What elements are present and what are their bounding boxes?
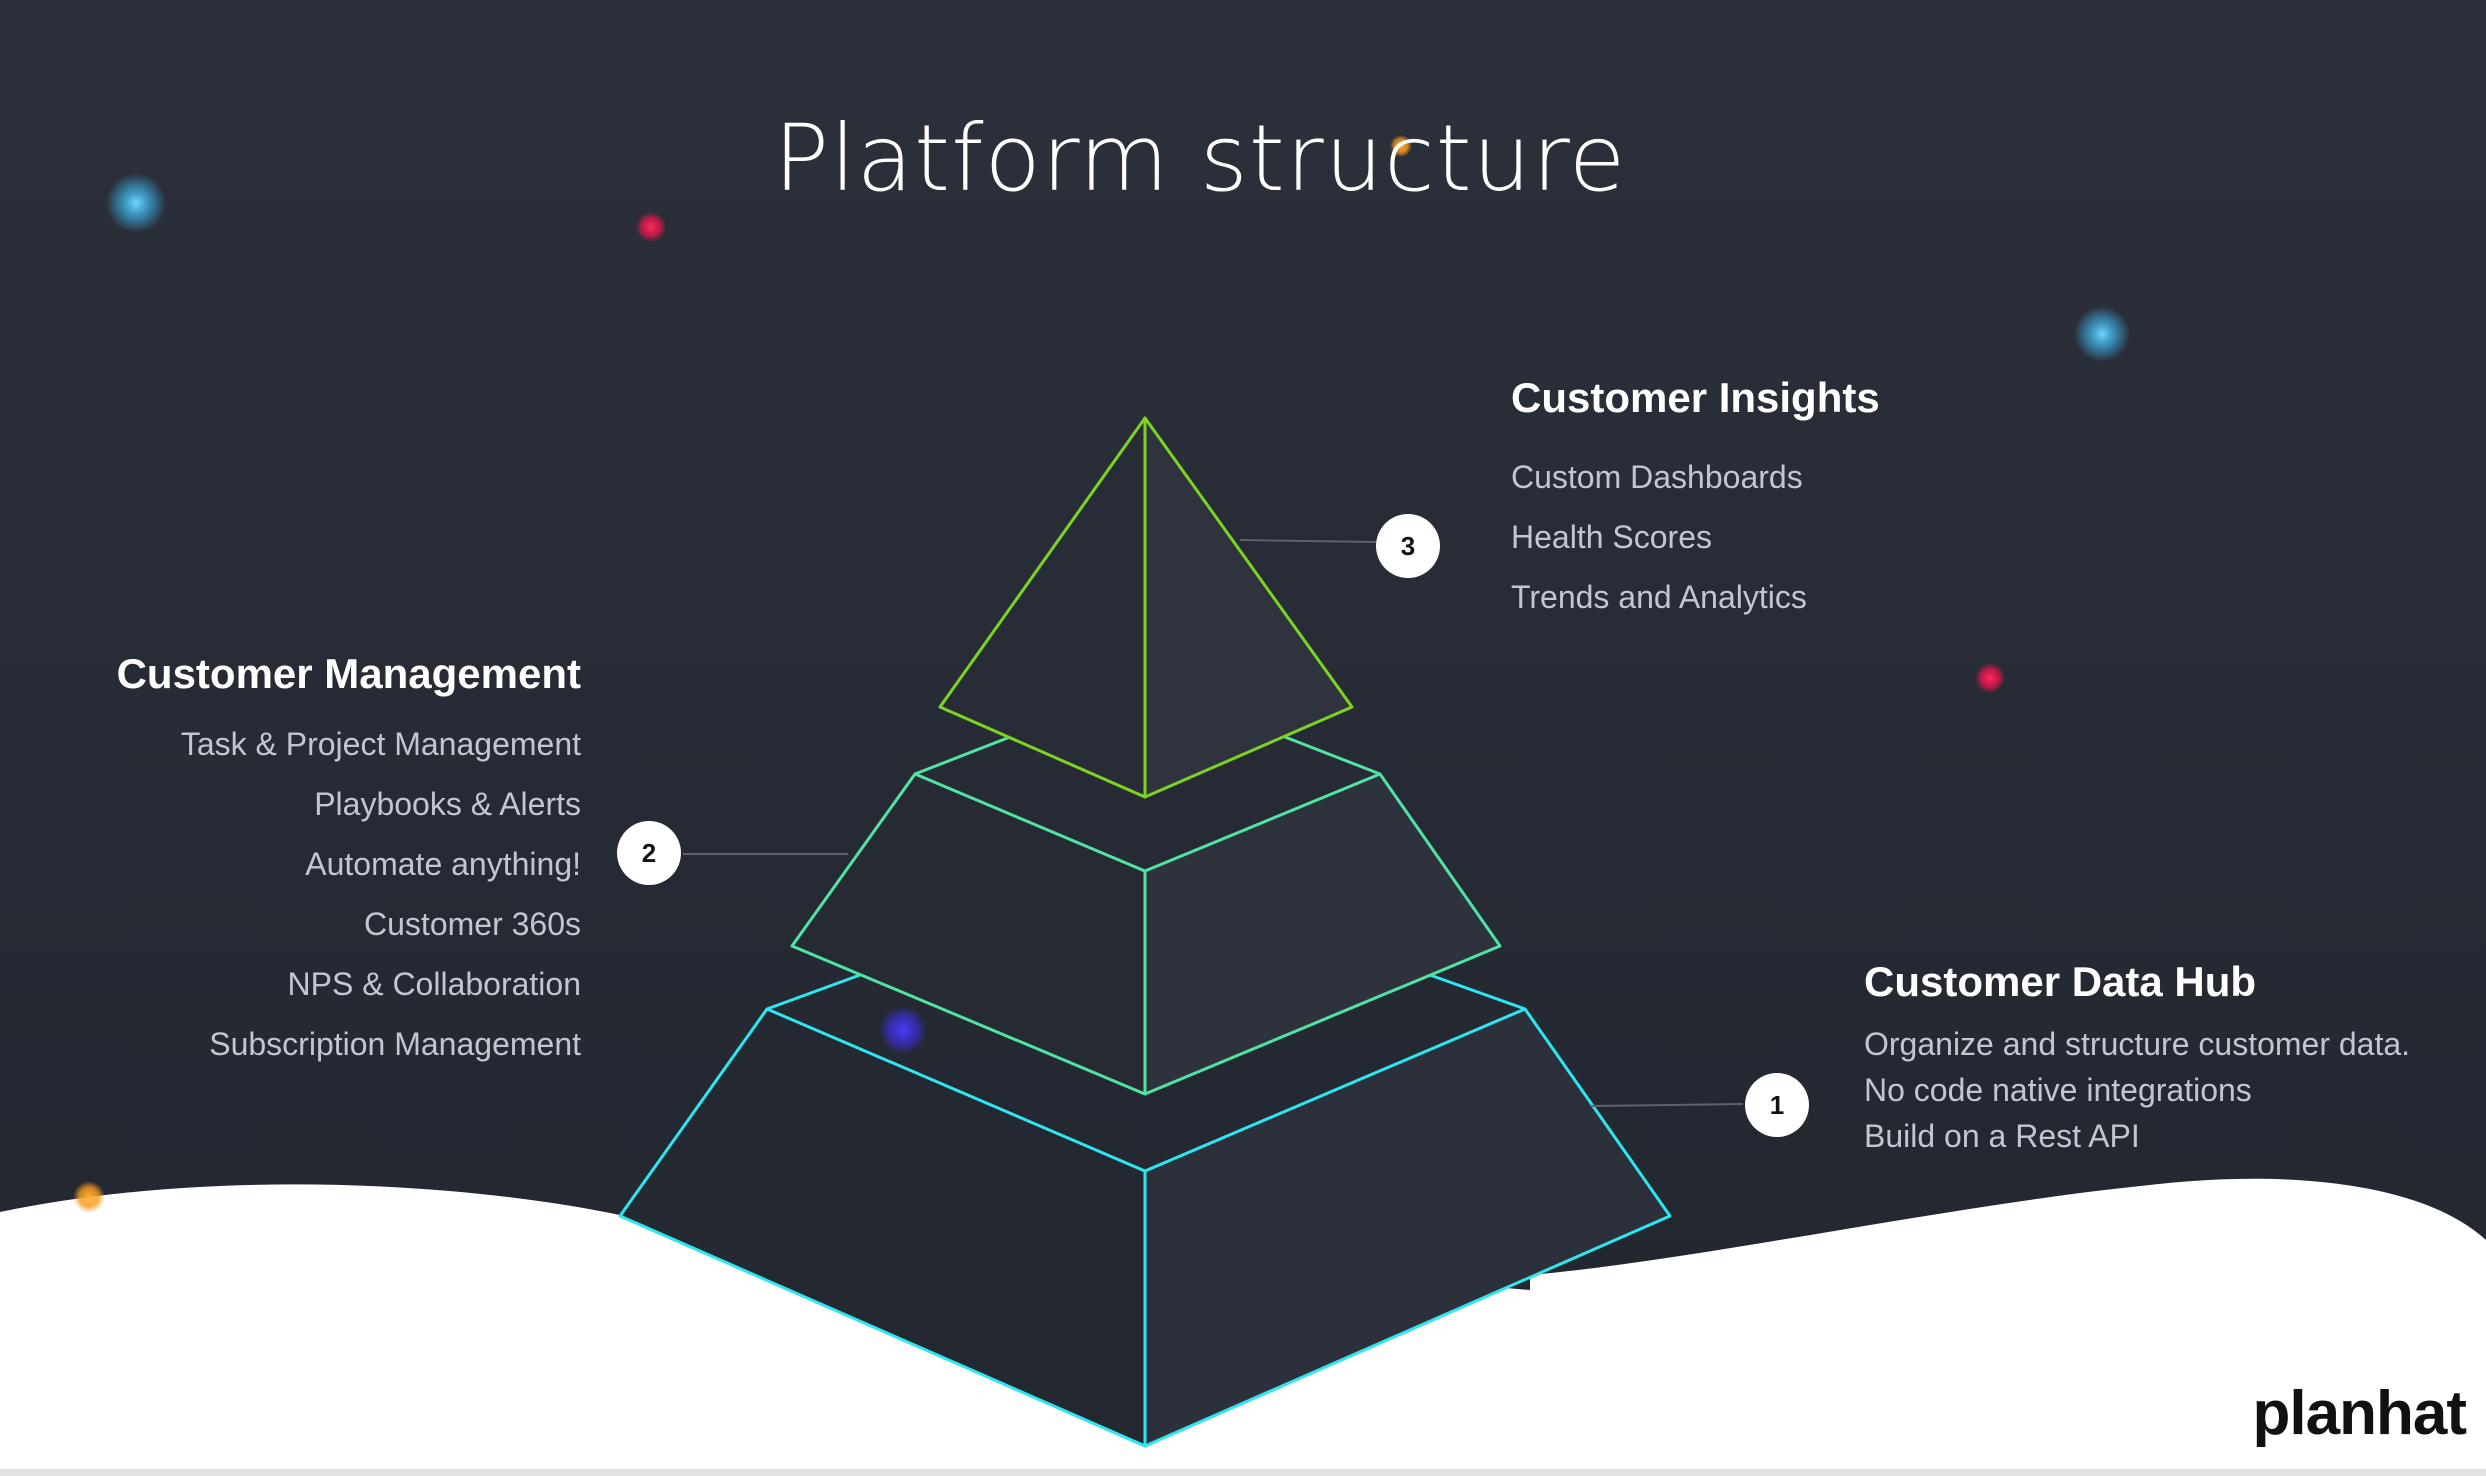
tier-item: Customer 360s <box>364 906 581 942</box>
tier-heading-customer-data-hub: Customer Data Hub <box>1864 958 2257 1005</box>
tier-item: Task & Project Management <box>180 726 581 762</box>
tier-item: NPS & Collaboration <box>287 966 581 1002</box>
glow-dot-blue <box>106 173 166 233</box>
glow-dot-red <box>1975 663 2005 693</box>
tier-item: Playbooks & Alerts <box>314 786 581 822</box>
glow-dot-red <box>636 212 666 242</box>
glow-dot-orange <box>1390 135 1412 157</box>
brand-logo: planhat <box>2252 1379 2467 1448</box>
connector-line-3 <box>1239 539 1377 543</box>
tier-number-badge: 2 <box>617 821 681 885</box>
glow-dot-purple <box>879 1006 927 1054</box>
tier-number-badge: 3 <box>1376 514 1440 578</box>
tier-item: Subscription Management <box>209 1026 581 1062</box>
tier-heading-customer-management: Customer Management <box>116 650 581 697</box>
bottom-border <box>0 1469 2486 1476</box>
tier-heading-customer-insights: Customer Insights <box>1511 374 1880 421</box>
pyramid-tier-middle <box>790 735 1502 1096</box>
tier-item: Health Scores <box>1511 519 1712 555</box>
pyramid-tier-bottom <box>618 973 1672 1448</box>
page-title: Platform structure <box>773 105 1627 212</box>
connector-line-1 <box>1589 1103 1744 1107</box>
tier-item: Build on a Rest API <box>1864 1118 2140 1154</box>
glow-dot-orange <box>73 1181 105 1213</box>
tier-number-badge: 1 <box>1745 1073 1809 1137</box>
tier-item: Organize and structure customer data. <box>1864 1026 2411 1062</box>
tier-item: No code native integrations <box>1864 1072 2252 1108</box>
tier-item: Trends and Analytics <box>1511 579 1807 615</box>
pyramid-tier-top <box>938 416 1354 799</box>
tier-item: Automate anything! <box>305 846 581 882</box>
glow-dot-blue <box>2074 306 2130 362</box>
tier-item: Custom Dashboards <box>1511 459 1803 495</box>
